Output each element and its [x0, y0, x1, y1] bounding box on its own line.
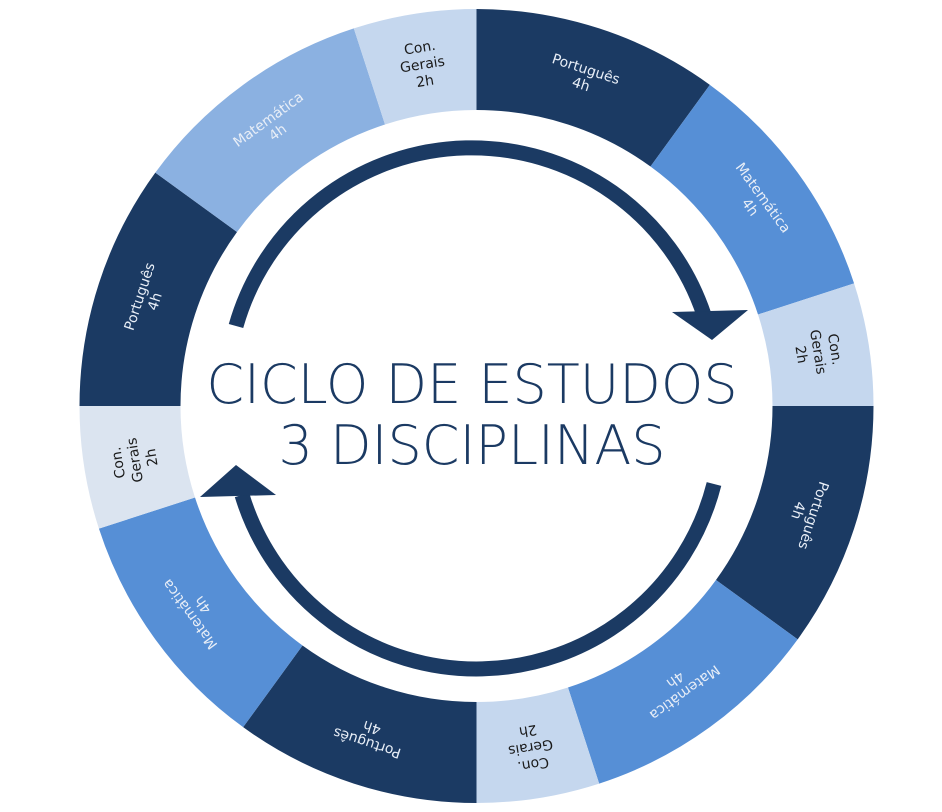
clockwise-arrow-top-icon [228, 140, 712, 329]
segment-shape [758, 283, 874, 406]
segment-shape [567, 579, 798, 784]
title-line-1: CICLO DE ESTUDOS [206, 353, 737, 416]
segment-shape [79, 406, 195, 529]
arrowhead-top-icon [672, 310, 748, 340]
segment-label: Con.Gerais2h [504, 719, 556, 775]
segment-shape [715, 406, 874, 640]
ring-segment-con-gerais: Con.Gerais2h [79, 406, 195, 529]
cycle-arrows [200, 140, 748, 677]
ring-segment-portugu-s: Português4h [79, 172, 238, 406]
segment-shape [243, 645, 477, 803]
ring-segment-con-gerais: Con.Gerais2h [758, 283, 874, 406]
study-cycle-ring: Português4hMatemática4hCon.Gerais2hPortu… [79, 9, 874, 803]
ring-segment-con-gerais: Con.Gerais2h [476, 687, 600, 803]
title-line-2: 3 DISCIPLINAS [278, 414, 665, 477]
segment-shape [98, 497, 303, 728]
segment-shape [155, 28, 386, 233]
ring-segment-con-gerais: Con.Gerais2h [353, 9, 477, 125]
ring-segment-matem-tica: Matemática4h [650, 84, 855, 315]
segment-label: Con.Gerais2h [396, 37, 448, 93]
segment-shape [476, 687, 600, 803]
segment-shape [476, 9, 710, 167]
segment-shape [353, 9, 477, 125]
ring-segment-matem-tica: Matemática4h [567, 579, 798, 784]
ring-segment-portugu-s: Português4h [243, 645, 477, 803]
segment-shape [79, 172, 238, 406]
segment-shape [650, 84, 855, 315]
ring-segment-portugu-s: Português4h [715, 406, 874, 640]
ring-segment-matem-tica: Matemática4h [155, 28, 386, 233]
segment-label: Con.Gerais2h [107, 434, 163, 486]
segment-label: Con.Gerais2h [789, 326, 845, 378]
clockwise-arrow-bottom-icon [234, 482, 722, 677]
arrowhead-bottom-icon [200, 465, 276, 497]
ring-segment-portugu-s: Português4h [476, 9, 710, 167]
ring-segment-matem-tica: Matemática4h [98, 497, 303, 728]
center-title: CICLO DE ESTUDOS 3 DISCIPLINAS [206, 353, 737, 477]
